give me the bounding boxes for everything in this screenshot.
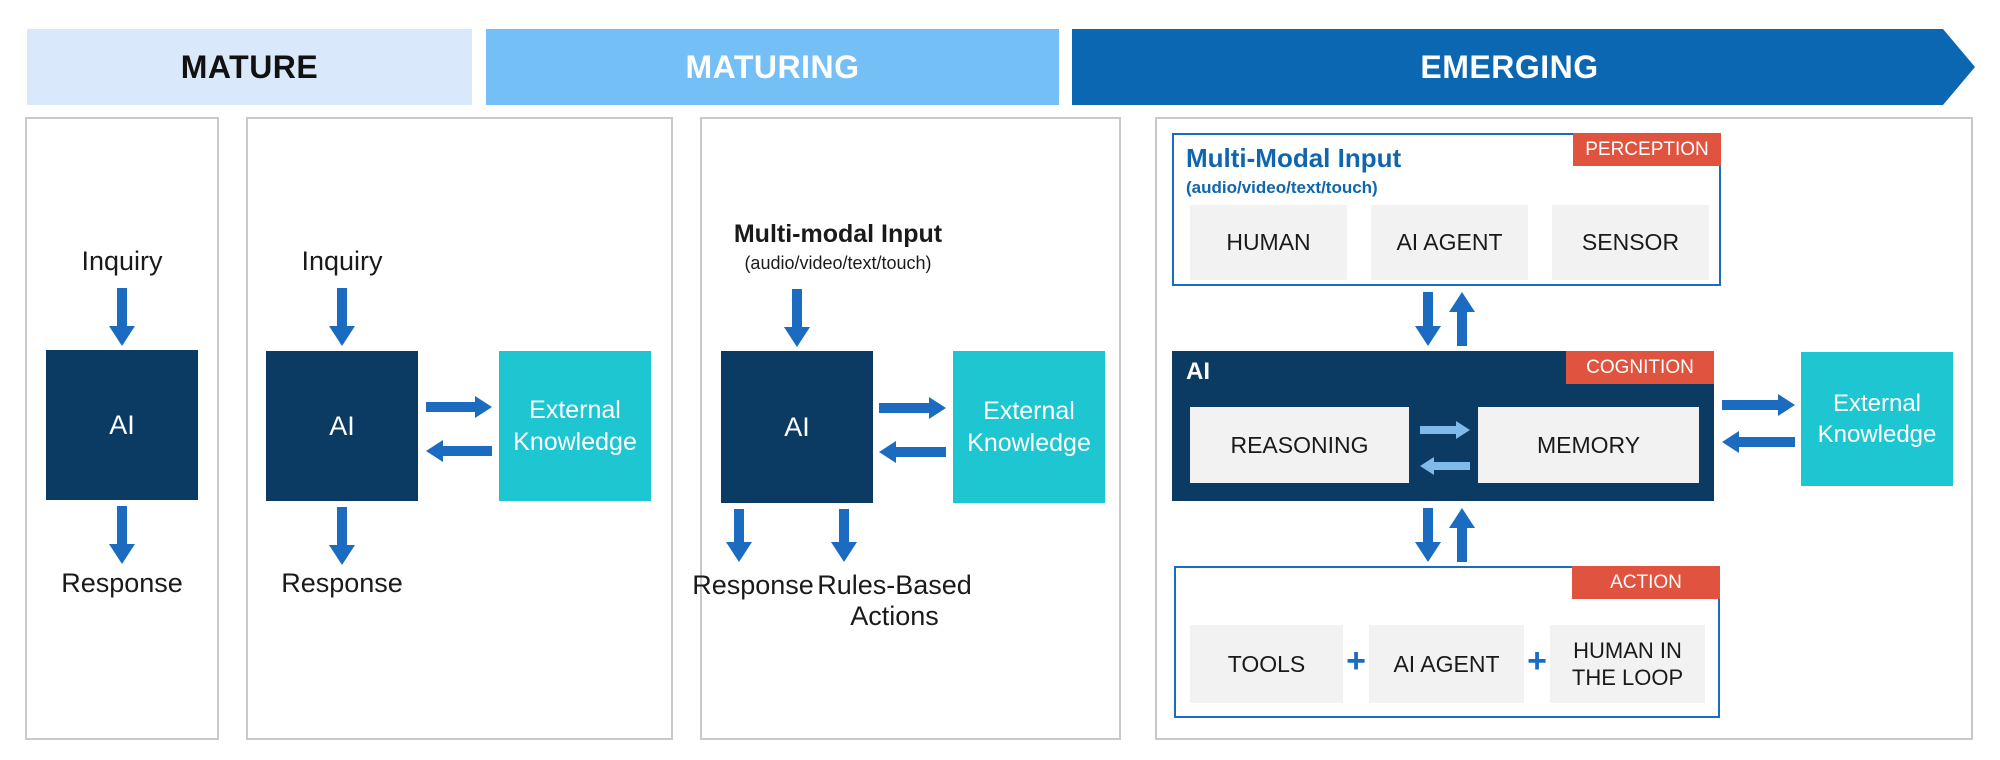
p2-ai-box: AI (266, 351, 418, 501)
p1-ai-label: AI (109, 409, 135, 440)
p3-external-knowledge-label: External Knowledge (967, 396, 1091, 458)
p2-inquiry-label: Inquiry (301, 246, 383, 276)
ai-agent-box: AI AGENT (1371, 205, 1528, 280)
p3-response-label: Response (692, 570, 814, 600)
arrow-up-icon (1449, 508, 1475, 562)
p2-response-label: Response (281, 568, 403, 598)
reasoning-box: REASONING (1190, 407, 1409, 483)
cognition-badge: COGNITION (1566, 351, 1714, 384)
arrow-left-icon (879, 441, 946, 463)
perception-badge: PERCEPTION (1573, 133, 1721, 166)
stage-mature-label: MATURE (180, 48, 319, 85)
p4-external-knowledge-label: External Knowledge (1817, 389, 1937, 448)
arrow-down-icon (1415, 292, 1441, 346)
tools-box: TOOLS (1190, 625, 1343, 703)
p2-external-knowledge-label: External Knowledge (513, 395, 637, 457)
sensor-box: SENSOR (1552, 205, 1709, 280)
p3-external-knowledge-box: External Knowledge (953, 351, 1105, 503)
p4-external-knowledge-box: External Knowledge (1801, 352, 1953, 486)
arrow-up-icon (1449, 292, 1475, 346)
action-badge-label: ACTION (1610, 571, 1682, 593)
arrow-down-icon (329, 507, 355, 565)
stage-maturing-bar: MATURING (486, 29, 1059, 105)
p3-input-subtitle: (audio/video/text/touch) (744, 253, 932, 273)
arrow-left-icon (1722, 431, 1795, 453)
human-box: HUMAN (1190, 205, 1347, 280)
p3-input-title: Multi-modal Input (733, 220, 943, 248)
p2-external-knowledge-box: External Knowledge (499, 351, 651, 501)
arrow-down-icon (109, 506, 135, 564)
stage-emerging-bar: EMERGING (1072, 29, 1975, 105)
p3-ai-box: AI (721, 351, 873, 503)
human-in-the-loop-box: HUMAN IN THE LOOP (1550, 625, 1705, 703)
p1-inquiry-label: Inquiry (81, 246, 163, 276)
plus-icon: + (1346, 642, 1366, 680)
arrow-down-icon (109, 288, 135, 346)
p1-response-label: Response (61, 568, 183, 598)
action-ai-agent-label: AI AGENT (1393, 650, 1500, 677)
p1-ai-box: AI (46, 350, 198, 500)
tools-label: TOOLS (1227, 650, 1306, 677)
arrow-down-icon (784, 289, 810, 347)
human-label: HUMAN (1226, 229, 1311, 256)
arrow-right-icon (879, 397, 946, 419)
arrow-down-icon (1415, 508, 1441, 562)
arrow-right-icon (426, 396, 492, 418)
arrow-right-icon (1420, 421, 1470, 439)
action-badge: ACTION (1572, 566, 1720, 599)
p3-ai-label: AI (784, 411, 810, 442)
p2-ai-label: AI (329, 410, 355, 441)
ai-agent-label: AI AGENT (1396, 229, 1503, 256)
memory-label: MEMORY (1536, 431, 1641, 458)
arrow-down-icon (831, 509, 857, 562)
p3-rules-based-actions-label: Rules-Based Actions (817, 570, 972, 632)
sensor-label: SENSOR (1581, 229, 1680, 256)
plus-icon: + (1527, 642, 1547, 680)
action-ai-agent-box: AI AGENT (1369, 625, 1524, 703)
p4-input-title: Multi-Modal Input (1186, 143, 1402, 173)
reasoning-label: REASONING (1230, 431, 1369, 458)
memory-box: MEMORY (1478, 407, 1699, 483)
arrow-down-icon (329, 288, 355, 346)
arrow-down-icon (726, 509, 752, 562)
stage-maturing-label: MATURING (685, 48, 860, 85)
stage-mature-bar: MATURE (27, 29, 472, 105)
arrow-left-icon (426, 440, 492, 462)
human-in-the-loop-label: HUMAN IN THE LOOP (1571, 637, 1684, 691)
cognition-ai-label: AI (1186, 358, 1210, 385)
arrow-left-icon (1420, 457, 1470, 475)
cognition-badge-label: COGNITION (1586, 356, 1694, 378)
stage-emerging-label: EMERGING (1420, 48, 1599, 85)
p4-input-subtitle: (audio/video/text/touch) (1186, 178, 1378, 197)
arrow-right-icon (1722, 394, 1795, 416)
perception-badge-label: PERCEPTION (1585, 138, 1709, 160)
